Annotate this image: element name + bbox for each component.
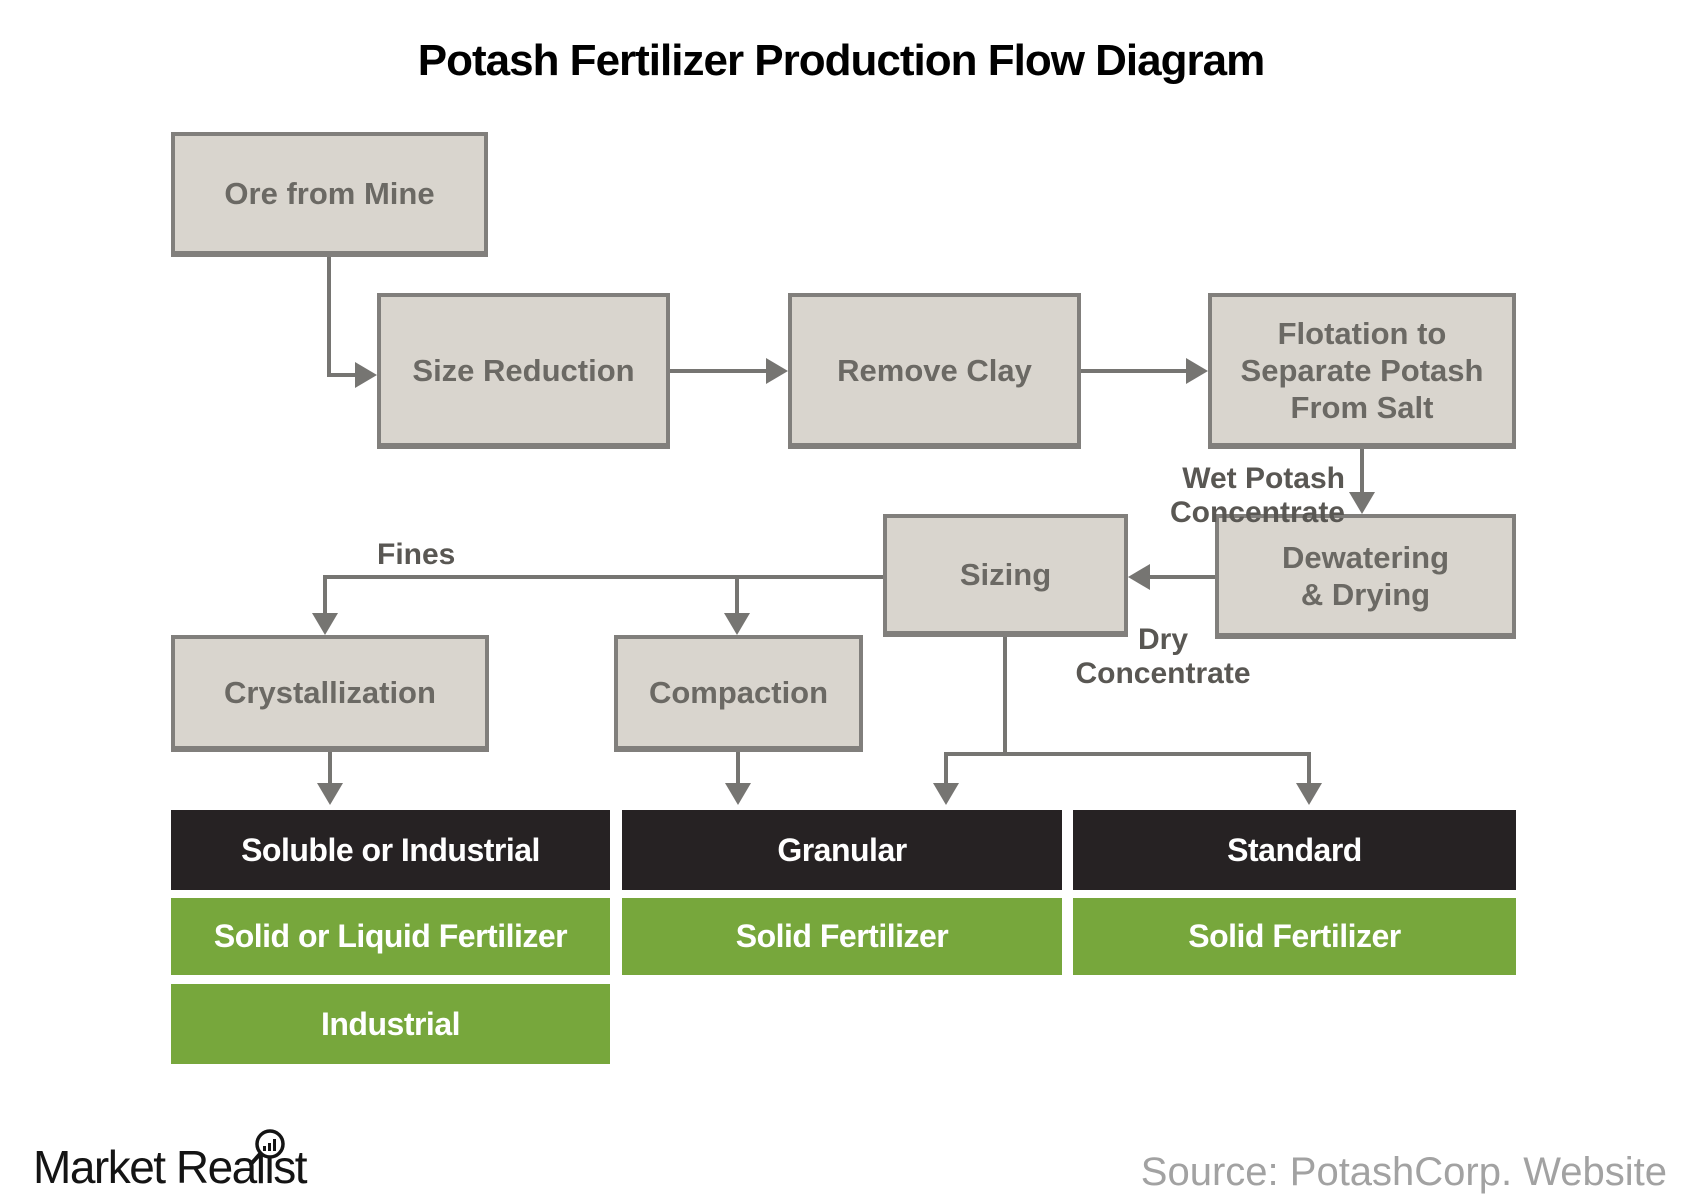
connector-remove-clay-to-flotation [1081,369,1188,373]
process-box-label: Compaction [648,675,829,710]
arrowhead-branch-into-granular [933,783,959,805]
connector-sizing-branch-horizontal [944,752,1311,756]
diagram-title: Potash Fertilizer Production Flow Diagra… [417,36,1265,85]
connector-sizing-down [1003,637,1007,756]
process-box-label: Dewatering & Drying [1281,539,1450,612]
process-box-remove-clay: Remove Clay [788,293,1081,449]
connector-ore-down [327,257,331,377]
arrowhead-into-granular-bar [725,783,751,805]
process-box-flotation: Flotation to Separate Potash From Salt [1208,293,1516,449]
connector-branch-drop-left [944,752,948,785]
arrowhead-into-size-reduction [355,362,377,388]
grade-bar-soluble-or-industrial: Soluble or Industrial [171,810,610,890]
arrowhead-into-flotation [1186,358,1208,384]
connector-crystallization-down [328,752,332,785]
form-bar-solid-or-liquid-fertilizer: Solid or Liquid Fertilizer [171,898,610,975]
arrowhead-into-crystallization [312,613,338,635]
label-wet-potash-concentrate: Wet Potash Concentrate [1169,462,1345,529]
magnifier-chart-icon [249,1129,285,1166]
arrowhead-into-soluble-bar [317,783,343,805]
arrowhead-into-remove-clay [766,358,788,384]
connector-fines-drop-middle [735,575,739,615]
process-box-size-reduction: Size Reduction [377,293,670,449]
connector-branch-drop-right [1307,752,1311,785]
arrowhead-into-dewatering [1349,492,1375,514]
process-box-label: Size Reduction [412,352,635,388]
process-box-label: Flotation to Separate Potash From Salt [1240,315,1484,425]
connector-fines-horizontal [323,575,883,579]
form-bar-solid-fertilizer-standard: Solid Fertilizer [1073,898,1516,975]
arrowhead-into-compaction [724,613,750,635]
form-bar-industrial: Industrial [171,984,610,1064]
grade-bar-granular: Granular [622,810,1062,890]
arrowhead-into-standard-bar [1296,783,1322,805]
connector-ore-right [327,373,357,377]
arrowhead-into-sizing [1128,564,1150,590]
connector-compaction-down [736,752,740,785]
process-box-compaction: Compaction [614,635,863,752]
connector-fines-drop-left [323,575,327,615]
process-box-label: Remove Clay [837,352,1032,388]
process-box-dewatering-drying: Dewatering & Drying [1215,514,1516,639]
connector-size-reduction-to-remove-clay [670,369,768,373]
label-fines: Fines [377,538,456,571]
form-bar-solid-fertilizer-granular: Solid Fertilizer [622,898,1062,975]
process-box-label: Crystallization [224,675,436,710]
source-credit: Source: PotashCorp. Website [1140,1150,1667,1194]
process-box-label: Ore from Mine [224,176,435,211]
process-box-sizing: Sizing [883,514,1128,637]
connector-dewatering-to-sizing [1150,575,1215,579]
grade-bar-standard: Standard [1073,810,1516,890]
connector-flotation-to-dewatering [1360,449,1364,494]
label-dry-concentrate: Dry Concentrate [1075,623,1251,690]
process-box-ore-from-mine: Ore from Mine [171,132,488,257]
process-box-label: Sizing [959,557,1052,592]
process-box-crystallization: Crystallization [171,635,489,752]
